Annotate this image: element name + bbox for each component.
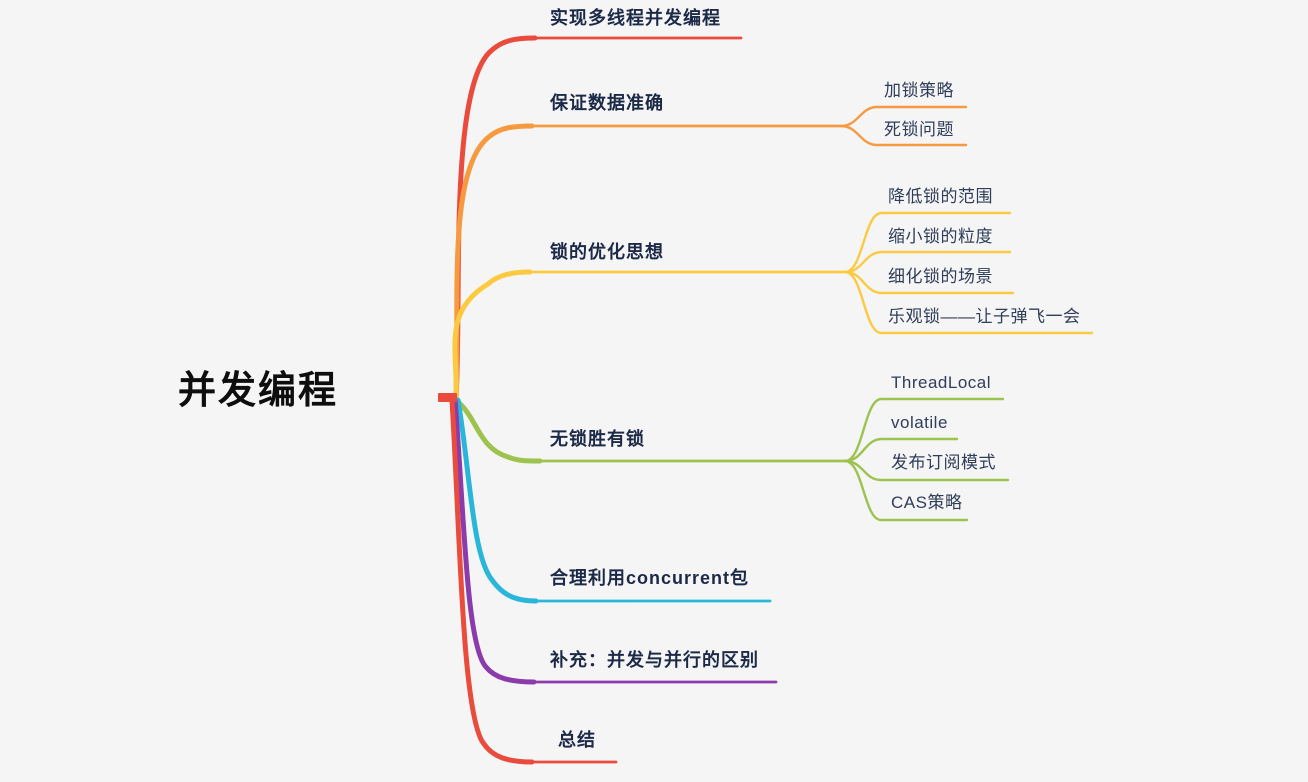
subtopic-pub-sub-pattern[interactable]: 发布订阅模式 — [891, 453, 996, 472]
subtopic-volatile[interactable]: volatile — [891, 413, 948, 432]
subtopic-line-deadlock-problem — [839, 124, 968, 147]
branch-line-lockless — [453, 397, 543, 464]
subtopic-line-shrink-lock-granularity — [843, 250, 1012, 274]
branch-line-concurrent-package — [455, 397, 539, 604]
main-topic-lockless[interactable]: 无锁胜有锁 — [550, 429, 645, 449]
main-topic-concurrent-package[interactable]: 合理利用concurrent包 — [550, 568, 750, 588]
subtopic-shrink-lock-granularity[interactable]: 缩小锁的粒度 — [888, 227, 993, 246]
subtopic-reduce-lock-scope[interactable]: 降低锁的范围 — [888, 187, 993, 206]
central-topic[interactable]: 并发编程 — [178, 370, 339, 412]
subtopic-refine-lock-scenarios[interactable]: 细化锁的场景 — [888, 267, 993, 286]
subtopic-deadlock-problem[interactable]: 死锁问题 — [884, 120, 954, 139]
branch-line-ensure-data-accuracy — [453, 123, 535, 401]
subtopic-threadlocal[interactable]: ThreadLocal — [891, 373, 992, 392]
subtopic-line-threadlocal — [843, 397, 1005, 463]
subtopic-optimistic-lock[interactable]: 乐观锁——让子弹飞一会 — [888, 307, 1081, 326]
main-topic-ensure-data-accuracy[interactable]: 保证数据准确 — [550, 93, 664, 113]
root-connector-tab — [438, 393, 457, 402]
subtopic-line-optimistic-lock — [843, 270, 1094, 335]
subtopic-locking-strategy[interactable]: 加锁策略 — [884, 81, 954, 100]
branch-line-concurrency-vs-parallelism — [452, 397, 537, 685]
subtopic-cas-strategy[interactable]: CAS策略 — [891, 493, 963, 512]
subtopic-line-volatile — [843, 437, 959, 463]
main-topic-concurrency-vs-parallelism[interactable]: 补充：并发与并行的区别 — [550, 650, 759, 670]
branch-line-lock-optimization — [452, 269, 533, 401]
branch-line-summary — [449, 398, 535, 765]
main-topic-implement-multithreading[interactable]: 实现多线程并发编程 — [550, 8, 721, 28]
main-topic-lock-optimization[interactable]: 锁的优化思想 — [550, 242, 664, 262]
branch-line-implement-multithreading — [453, 35, 538, 401]
subtopic-line-reduce-lock-scope — [843, 211, 1012, 274]
subtopic-line-cas-strategy — [843, 459, 969, 522]
main-topic-summary[interactable]: 总结 — [558, 730, 596, 750]
